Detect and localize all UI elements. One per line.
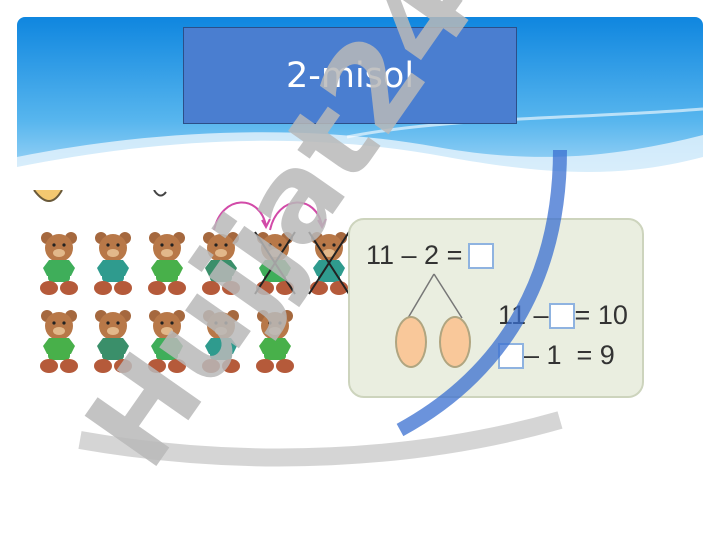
slide-title: 2-misol bbox=[285, 55, 415, 96]
split-oval-left[interactable] bbox=[395, 316, 427, 368]
equation-1: 11 – 2 = bbox=[366, 240, 495, 271]
equation-2: 11 – = 10 bbox=[498, 300, 628, 331]
jump-arrows-icon bbox=[213, 201, 327, 231]
calculation-panel: 11 – 2 = 11 – = 10 – 1 = 9 bbox=[348, 218, 644, 398]
equation-3-right: – 1 = 9 bbox=[524, 340, 615, 370]
split-lines-icon bbox=[407, 273, 463, 319]
bear-icon bbox=[253, 228, 297, 298]
equation-2-left: 11 – bbox=[498, 300, 549, 330]
exercise-picture: 11 – 2 = 11 – = 10 – 1 = 9 bbox=[32, 190, 682, 425]
exercise-number-badge-icon bbox=[33, 190, 167, 202]
bear-icon bbox=[37, 306, 81, 376]
equation-3: – 1 = 9 bbox=[498, 340, 615, 371]
answer-box-3[interactable] bbox=[498, 342, 524, 369]
bear-icon bbox=[145, 228, 189, 298]
equation-1-left: 11 – 2 = bbox=[366, 240, 463, 270]
title-box: 2-misol bbox=[183, 27, 517, 124]
bear-icon bbox=[307, 228, 351, 298]
bear-icon bbox=[37, 228, 81, 298]
bear-icon bbox=[145, 306, 189, 376]
bear-icon bbox=[253, 306, 297, 376]
cross-mark-icon bbox=[308, 231, 350, 295]
bear-icon bbox=[199, 228, 243, 298]
answer-box-2[interactable] bbox=[548, 302, 575, 329]
cross-mark-icon bbox=[254, 231, 296, 295]
bear-icon bbox=[199, 306, 243, 376]
split-oval-right[interactable] bbox=[439, 316, 471, 368]
answer-box-1[interactable] bbox=[468, 242, 495, 269]
bear-icon bbox=[91, 228, 135, 298]
bear-icon bbox=[91, 306, 135, 376]
equation-2-right: = 10 bbox=[574, 300, 628, 330]
